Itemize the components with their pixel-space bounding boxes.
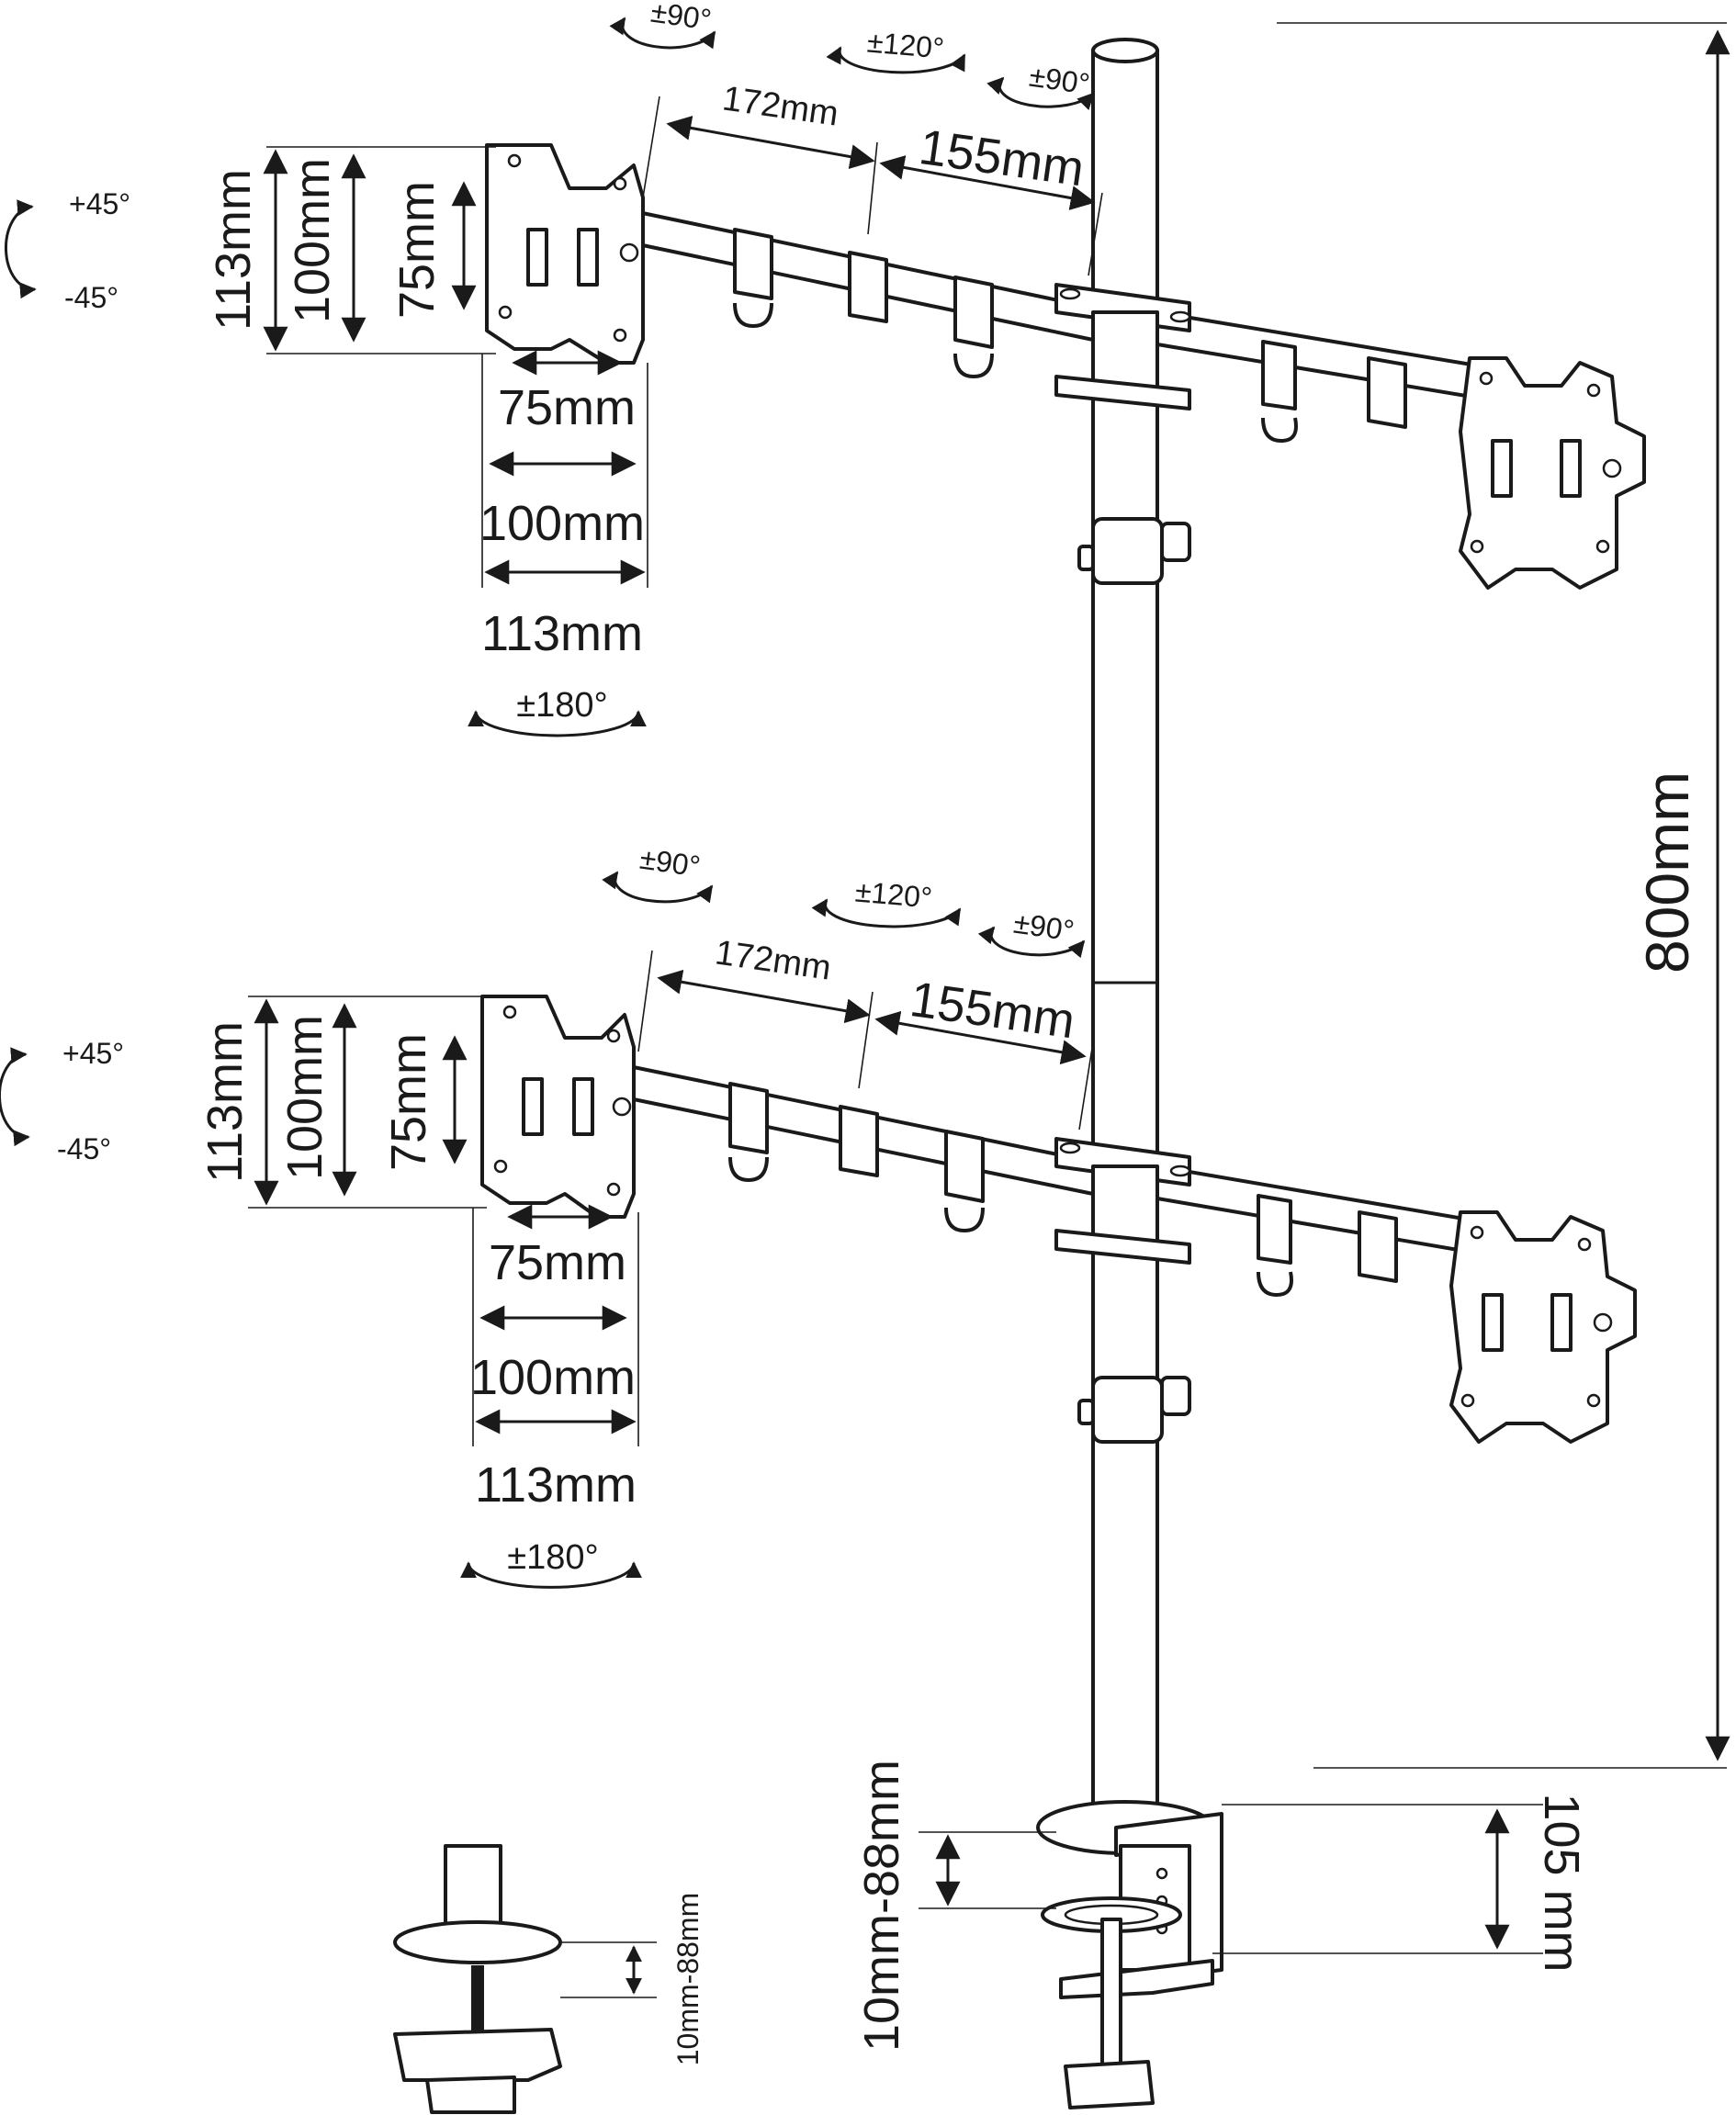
dimension-lines xyxy=(248,22,1730,1998)
lower-vesa-height-113-label: 113mm xyxy=(197,1021,253,1183)
rotation-arrows xyxy=(0,17,1095,1589)
upper-vesa-height-75-label: 75mm xyxy=(389,181,445,319)
lower-vesa-height-75-label: 75mm xyxy=(381,1033,436,1171)
upper-vesa-width-75-label: 75mm xyxy=(498,380,636,435)
clamp-height-label: 105 mm xyxy=(1534,1793,1589,1972)
lower-swivel-left-label: ±90° xyxy=(637,842,702,883)
upper-vesa-width-100-label: 100mm xyxy=(479,496,645,551)
lower-vesa-height-100-label: 100mm xyxy=(277,1015,333,1180)
upper-rotate-180-label: ±180° xyxy=(516,686,607,725)
cable-clip-upper xyxy=(1077,517,1191,585)
upper-tilt-up-label: +45° xyxy=(69,187,130,220)
clamp-thickness-label: 10mm-88mm xyxy=(854,1760,909,2052)
upper-arm-segment-1-label: 172mm xyxy=(720,80,840,134)
upper-tilt-down-label: -45° xyxy=(64,281,118,314)
desk-clamp xyxy=(1036,1800,1223,2109)
lower-rotate-180-label: ±180° xyxy=(507,1538,598,1577)
lower-tilt-up-label: +45° xyxy=(62,1037,124,1070)
lower-arm-assembly xyxy=(480,995,1637,1444)
upper-arm-assembly xyxy=(485,143,1646,590)
upper-swivel-left-label: ±90° xyxy=(648,0,713,37)
lower-tilt-down-label: -45° xyxy=(57,1132,111,1165)
lower-arm-segment-1-label: 172mm xyxy=(713,934,833,988)
upper-swivel-right-label: ±90° xyxy=(1027,60,1091,101)
upper-vesa-height-113-label: 113mm xyxy=(206,169,261,331)
lower-vesa-width-113-label: 113mm xyxy=(475,1457,637,1513)
upper-vesa-width-113-label: 113mm xyxy=(481,606,643,661)
grommet-mount xyxy=(393,1844,562,2114)
cable-clip-lower xyxy=(1077,1376,1191,1444)
upper-swivel-mid-label: ±120° xyxy=(866,25,946,64)
pole-height-label: 800mm xyxy=(1633,771,1701,973)
upper-arm-segment-2-label: 155mm xyxy=(916,119,1088,197)
lower-vesa-width-100-label: 100mm xyxy=(470,1350,636,1405)
grommet-thickness-label: 10mm-88mm xyxy=(671,1893,705,2065)
lower-swivel-mid-label: ±120° xyxy=(854,874,934,914)
lower-vesa-width-75-label: 75mm xyxy=(489,1235,626,1290)
lower-arm-segment-2-label: 155mm xyxy=(907,972,1078,1049)
upper-vesa-height-100-label: 100mm xyxy=(285,158,340,323)
lower-swivel-right-label: ±90° xyxy=(1011,906,1076,948)
